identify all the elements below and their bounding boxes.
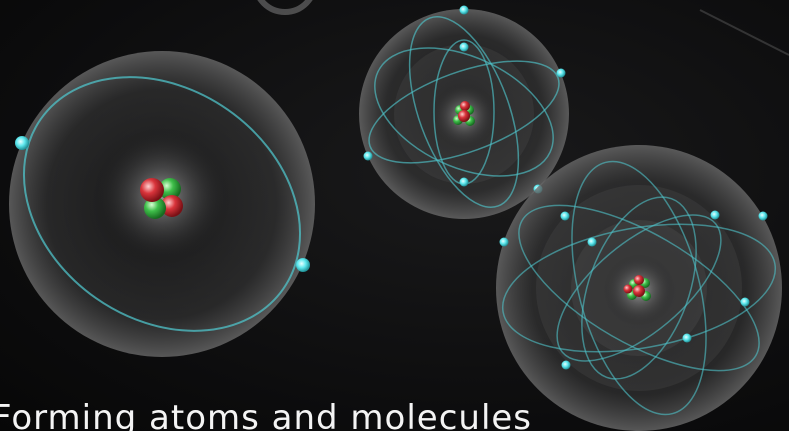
light-streak (699, 9, 789, 56)
carbon-nucleus (453, 101, 475, 126)
helium-orbit (22, 76, 302, 332)
electron-icon (459, 177, 469, 187)
caption: Forming atoms and molecules (0, 398, 533, 431)
electron-icon (556, 68, 566, 78)
electron-icon (740, 297, 750, 307)
electron-icon (459, 5, 469, 15)
electron-icon (459, 42, 469, 52)
carbon-orbits (368, 16, 560, 208)
electron-icon (560, 211, 570, 221)
electron-icon (710, 210, 720, 220)
partial-atom-top (257, 0, 313, 15)
electron-icon (587, 237, 597, 247)
carbon-atom (359, 5, 569, 219)
helium-nucleus (140, 178, 183, 219)
neon-atom (496, 145, 782, 431)
neon-nucleus (623, 275, 651, 301)
helium-atom (9, 51, 315, 357)
electron-icon (758, 211, 768, 221)
electron-icon (15, 136, 29, 150)
electron-icon (682, 333, 692, 343)
electron-icon (499, 237, 509, 247)
neon-orbits (501, 160, 777, 416)
electron-icon (296, 258, 310, 272)
electron-icon (561, 360, 571, 370)
electron-icon (363, 151, 373, 161)
